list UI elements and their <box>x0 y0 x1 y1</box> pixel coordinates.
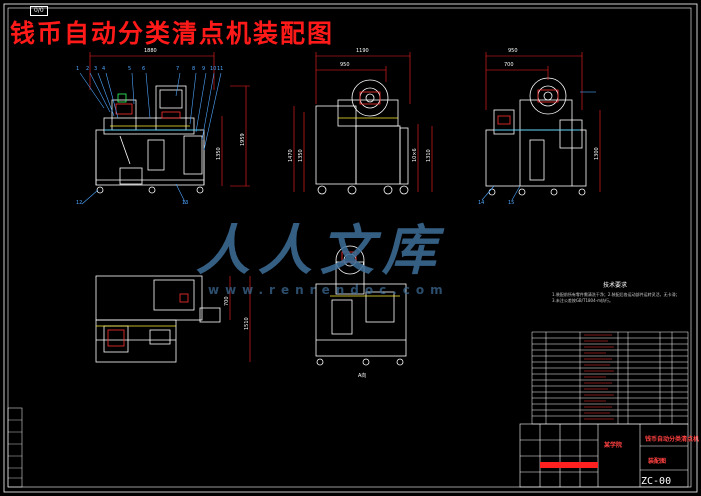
dim-right-width: 950 <box>508 48 518 54</box>
part-balloon: 1 <box>76 66 80 72</box>
dim-front-height: 1959 <box>240 133 246 146</box>
part-balloon: 12 <box>76 200 83 206</box>
dim-side-inner: 950 <box>340 62 350 68</box>
title-block-material: 装配图 <box>648 458 667 465</box>
part-balloon: 6 <box>142 66 146 72</box>
dim-side-height: 1350 <box>298 149 304 162</box>
outer-frame <box>3 3 698 493</box>
notes-title: 技术要求 <box>603 282 628 289</box>
drawing-title: 钱币自动分类清点机装配图 <box>10 19 335 48</box>
part-balloon: 10 <box>210 66 217 72</box>
a-view-label: A向 <box>358 373 367 379</box>
part-balloon: 14 <box>478 200 485 206</box>
left-strip-lines <box>8 419 22 479</box>
a-view <box>315 245 407 366</box>
dim-front-width: 1880 <box>144 48 157 54</box>
parts-list <box>531 331 689 425</box>
parts-list-entries <box>584 334 614 420</box>
title-block-highlight <box>540 462 598 468</box>
drawing-corner-tag: 0/0 <box>30 6 48 16</box>
dim-right-inner: 700 <box>504 62 514 68</box>
plan-view-color-parts <box>96 293 189 347</box>
plan-view-dimensions <box>229 276 251 362</box>
front-view <box>95 85 205 194</box>
right-view <box>485 77 587 196</box>
drawing-code: ZC-00 <box>641 476 672 487</box>
watermark-url: www.renrendoc.com <box>208 283 449 297</box>
dim-front-inner: 1350 <box>216 147 222 160</box>
dim-plan-height: 1510 <box>244 317 250 330</box>
right-view-leaders <box>481 91 596 201</box>
dim-side-width: 1190 <box>356 48 369 54</box>
dim-side-height: 1310 <box>426 149 432 162</box>
part-balloon: 13 <box>182 200 189 206</box>
title-block <box>519 423 689 488</box>
part-balloon: 8 <box>192 66 196 72</box>
dim-plan-width: 700 <box>224 296 230 306</box>
front-view-leaders <box>79 72 222 205</box>
notes-text: 1.装配前所有零件需清洗干净；2.装配后各运动部件运转灵活，无卡滞；3.未注公差… <box>552 292 680 303</box>
side-view <box>315 79 409 195</box>
part-balloon: 15 <box>508 200 515 206</box>
left-strip <box>7 407 23 488</box>
right-view-dimensions <box>485 52 601 192</box>
watermark-logo: 人人文库 <box>196 218 444 282</box>
dim-side-height: 10×6 <box>412 148 418 162</box>
side-view-dimensions <box>293 52 433 192</box>
side-view-color-parts <box>338 91 398 119</box>
title-block-drawing-name: 钱币自动分类清点机 <box>645 436 700 443</box>
inner-frame <box>7 7 692 488</box>
plan-view <box>95 275 221 363</box>
front-view-color-parts <box>104 93 200 131</box>
part-balloon: 7 <box>176 66 180 72</box>
part-balloon: 5 <box>128 66 132 72</box>
part-balloon: 2 <box>86 66 90 72</box>
dim-side-height: 1470 <box>288 149 294 162</box>
part-balloon: 3 <box>94 66 98 72</box>
dim-right-height: 1300 <box>594 147 600 160</box>
a-view-color-parts <box>330 251 400 297</box>
part-balloon: 4 <box>102 66 106 72</box>
title-block-company: 某学院 <box>604 442 623 449</box>
front-view-dimensions <box>89 52 250 187</box>
part-balloon: 9 <box>202 66 206 72</box>
right-view-color-parts <box>494 89 580 131</box>
part-balloon: 11 <box>217 66 224 72</box>
